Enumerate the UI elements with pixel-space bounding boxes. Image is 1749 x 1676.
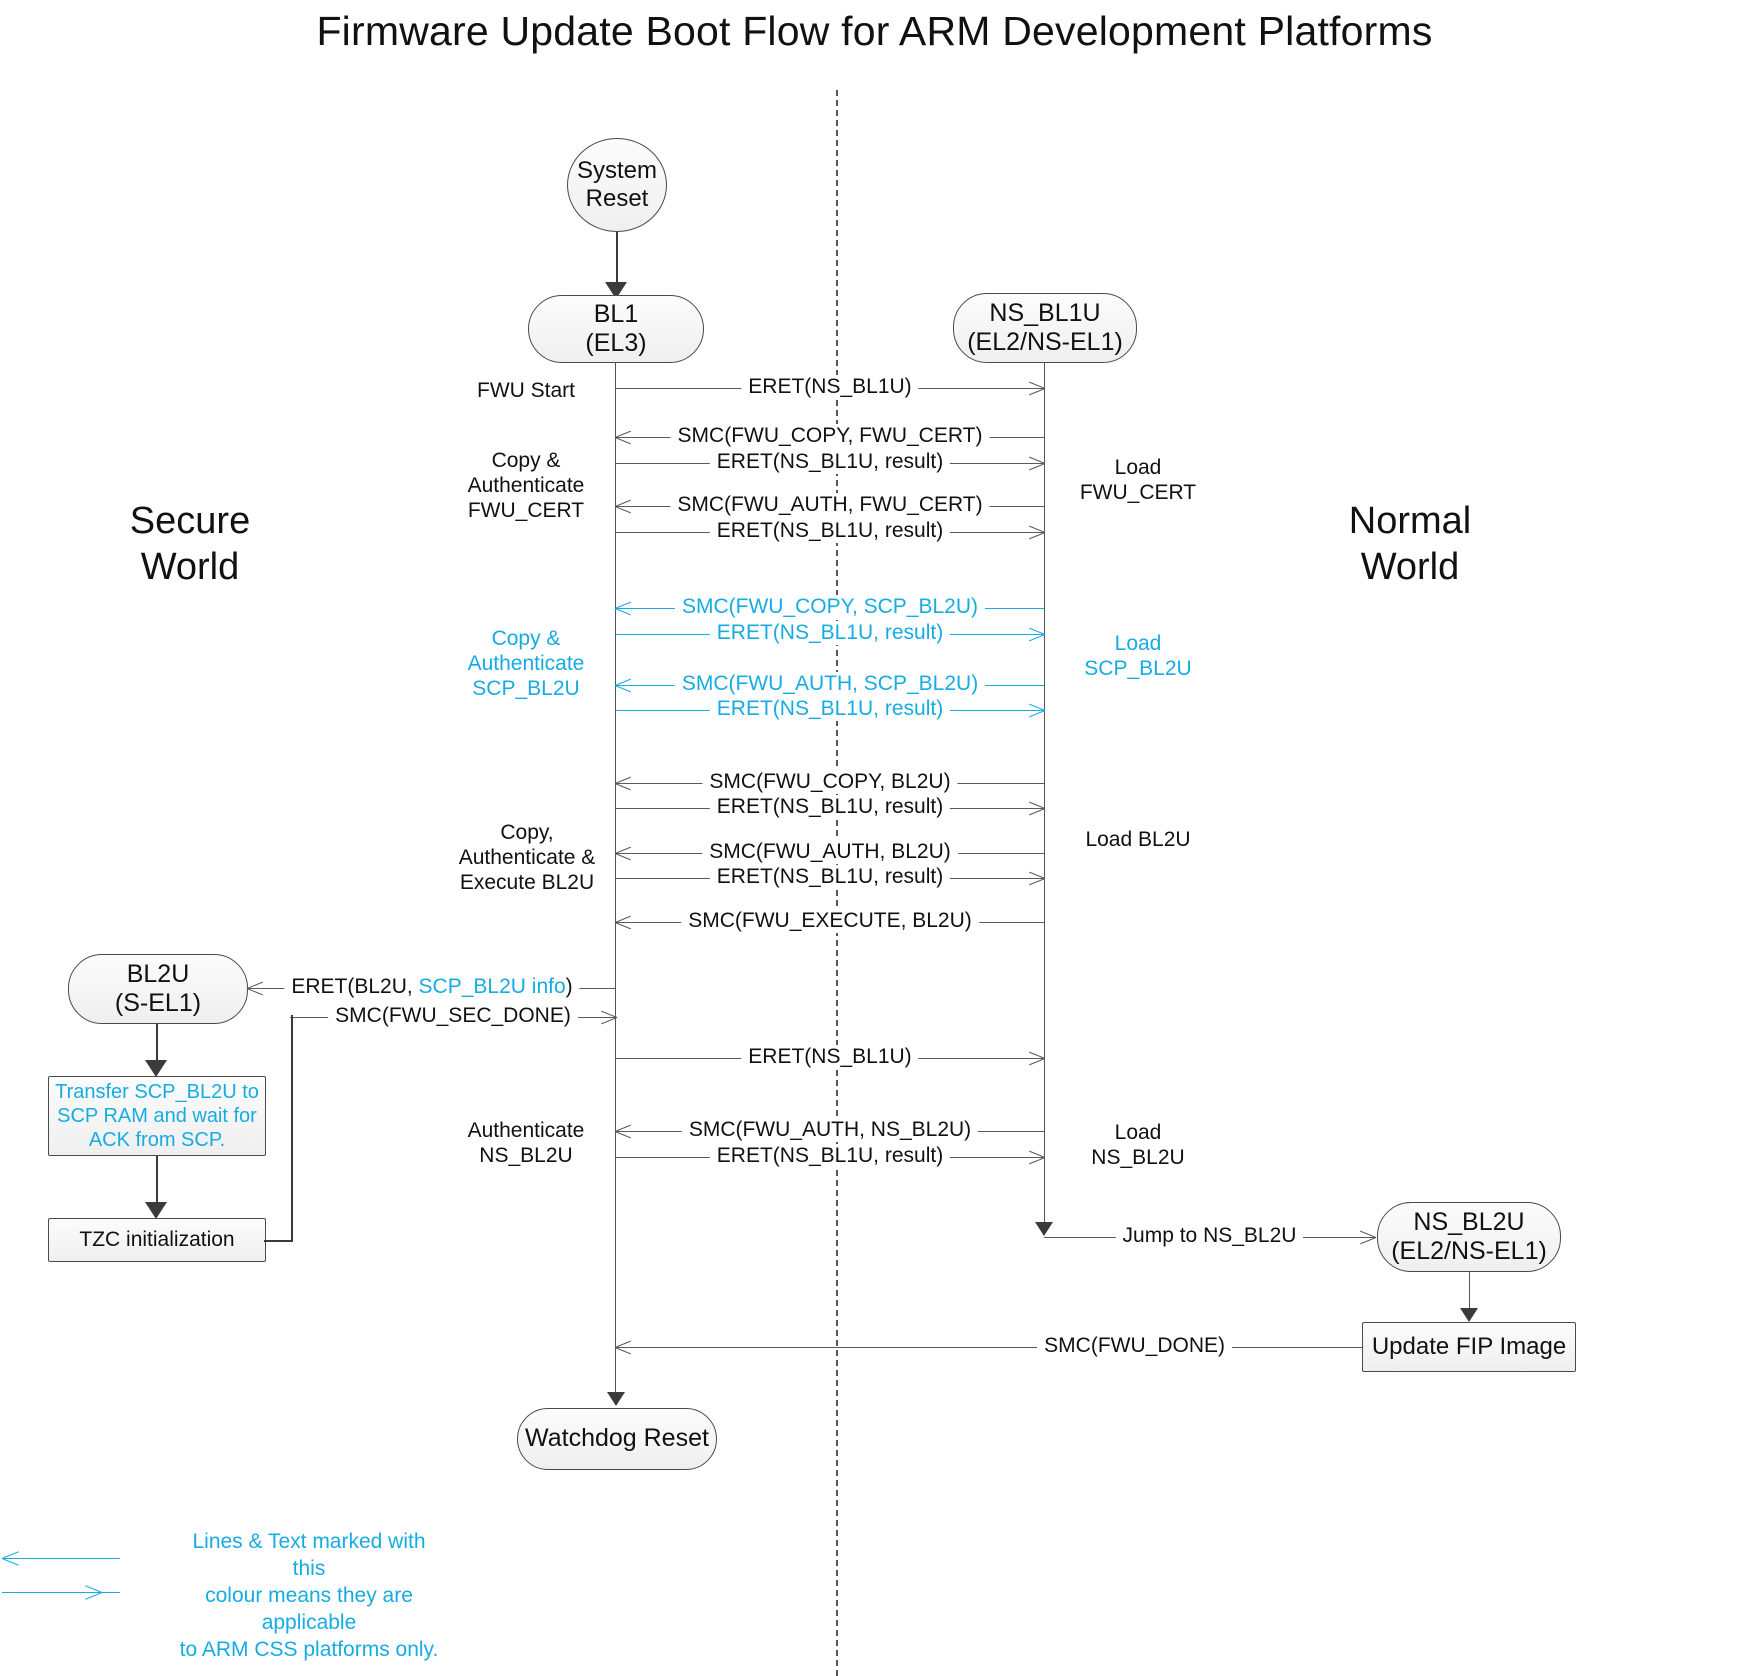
node-watchdog-reset-label: Watchdog Reset	[525, 1424, 709, 1453]
message-label: SMC(FWU_AUTH, BL2U)	[702, 840, 958, 864]
note-load-bl2u: Load BL2U	[1085, 828, 1191, 851]
arrowhead-bl1-to-watchdog	[607, 1392, 625, 1406]
arrowhead-ns-bl2u-to-update-fip	[1460, 1308, 1478, 1322]
message-label: SMC(FWU_COPY, SCP_BL2U)	[674, 595, 986, 619]
message-row: ERET(NS_BL1U, result)	[616, 450, 1046, 475]
ns-bl1u-lifeline	[1044, 363, 1045, 1233]
node-bl2u[interactable]: BL2U (S-EL1)	[68, 954, 248, 1024]
note-copy-auth-scp-bl2u: Copy & Authenticate SCP_BL2U	[467, 627, 585, 700]
legend-arrow-right-line	[2, 1592, 120, 1593]
arrowhead-transfer-to-tzc	[145, 1202, 167, 1219]
message-label: ERET(NS_BL1U)	[741, 1045, 919, 1069]
page-title: Firmware Update Boot Flow for ARM Develo…	[316, 8, 1433, 54]
message-row: ERET(NS_BL1U)	[616, 1045, 1046, 1070]
message-label-smc-sec-done: SMC(FWU_SEC_DONE)	[328, 1004, 578, 1028]
message-row: ERET(NS_BL1U)	[616, 375, 1046, 400]
node-update-fip-image-label: Update FIP Image	[1371, 1332, 1567, 1360]
message-row: ERET(NS_BL1U, result)	[616, 1144, 1046, 1169]
message-row-eret-bl2u: ERET(BL2U, SCP_BL2U info)	[246, 975, 616, 1000]
message-line	[616, 1347, 1362, 1348]
node-bl1[interactable]: BL1 (EL3)	[528, 295, 704, 363]
message-label: SMC(FWU_COPY, BL2U)	[702, 770, 958, 794]
message-label: ERET(NS_BL1U)	[741, 375, 919, 399]
message-label: SMC(FWU_AUTH, NS_BL2U)	[681, 1118, 979, 1142]
message-row: SMC(FWU_COPY, SCP_BL2U)	[614, 595, 1044, 620]
arrow-transfer-to-tzc	[156, 1156, 158, 1207]
message-label-eret-bl2u: ERET(BL2U, SCP_BL2U info)	[284, 975, 580, 999]
message-row-smc-fwu-done: SMC(FWU_DONE)	[614, 1334, 1362, 1359]
message-label: ERET(NS_BL1U, result)	[709, 621, 951, 645]
tzc-return-vertical	[291, 1015, 293, 1242]
message-label: SMC(FWU_AUTH, FWU_CERT)	[670, 493, 990, 517]
arrow-system-reset-to-bl1	[616, 232, 618, 286]
message-row: SMC(FWU_AUTH, FWU_CERT)	[614, 493, 1044, 518]
message-label: SMC(FWU_EXECUTE, BL2U)	[681, 909, 979, 933]
node-bl2u-label: BL2U (S-EL1)	[114, 959, 202, 1018]
message-label: ERET(NS_BL1U, result)	[709, 450, 951, 474]
message-row: SMC(FWU_COPY, FWU_CERT)	[614, 424, 1044, 449]
node-bl1-label: BL1 (EL3)	[585, 299, 647, 358]
node-transfer-scp-bl2u-label: Transfer SCP_BL2U to SCP RAM and wait fo…	[55, 1081, 259, 1151]
message-row: SMC(FWU_AUTH, BL2U)	[614, 840, 1044, 865]
node-system-reset[interactable]: System Reset	[567, 138, 667, 232]
arrowhead-system-reset-to-bl1	[605, 282, 627, 299]
message-row-jump-ns-bl2u: Jump to NS_BL2U	[1044, 1224, 1377, 1249]
message-label-smc-fwu-done: SMC(FWU_DONE)	[1037, 1334, 1232, 1358]
message-row: SMC(FWU_EXECUTE, BL2U)	[614, 909, 1044, 934]
node-ns-bl1u-label: NS_BL1U (EL2/NS-EL1)	[967, 298, 1123, 357]
node-ns-bl2u-label: NS_BL2U (EL2/NS-EL1)	[1391, 1207, 1547, 1266]
message-label-jump-ns-bl2u: Jump to NS_BL2U	[1115, 1224, 1304, 1248]
node-ns-bl1u[interactable]: NS_BL1U (EL2/NS-EL1)	[953, 293, 1137, 363]
note-load-scp-bl2u: Load SCP_BL2U	[1084, 632, 1192, 680]
note-load-ns-bl2u: Load NS_BL2U	[1091, 1121, 1185, 1169]
node-ns-bl2u[interactable]: NS_BL2U (EL2/NS-EL1)	[1377, 1202, 1561, 1272]
note-copy-auth-fwu-cert: Copy & Authenticate FWU_CERT	[467, 449, 585, 522]
message-label: SMC(FWU_AUTH, SCP_BL2U)	[674, 672, 986, 696]
message-row: ERET(NS_BL1U, result)	[616, 795, 1046, 820]
note-fwu-start: FWU Start	[477, 379, 575, 402]
message-label: ERET(NS_BL1U, result)	[709, 1144, 951, 1168]
arrow-ns-bl2u-to-update-fip	[1469, 1272, 1470, 1314]
message-label: ERET(NS_BL1U, result)	[709, 519, 951, 543]
message-row: ERET(NS_BL1U, result)	[616, 865, 1046, 890]
node-tzc-initialization[interactable]: TZC initialization	[48, 1218, 266, 1262]
node-update-fip-image[interactable]: Update FIP Image	[1362, 1322, 1576, 1372]
secure-world-label: Secure World	[129, 500, 251, 588]
normal-world-label: Normal World	[1348, 500, 1472, 588]
node-watchdog-reset[interactable]: Watchdog Reset	[517, 1408, 717, 1470]
eret-bl2u-cyan-part: SCP_BL2U info	[418, 975, 566, 998]
arrowhead-ns-bl1u-end	[1035, 1222, 1053, 1236]
node-transfer-scp-bl2u[interactable]: Transfer SCP_BL2U to SCP RAM and wait fo…	[48, 1076, 266, 1156]
arrowhead-bl2u-to-transfer	[145, 1060, 167, 1077]
message-row: SMC(FWU_AUTH, SCP_BL2U)	[614, 672, 1044, 697]
note-copy-auth-exec-bl2u: Copy, Authenticate & Execute BL2U	[458, 821, 596, 894]
message-row: SMC(FWU_AUTH, NS_BL2U)	[614, 1118, 1044, 1143]
node-tzc-initialization-label: TZC initialization	[79, 1227, 235, 1251]
bl1-lifeline	[615, 363, 616, 1400]
note-load-fwu-cert: Load FWU_CERT	[1079, 456, 1197, 504]
eret-bl2u-suffix: )	[565, 975, 573, 998]
message-row: ERET(NS_BL1U, result)	[616, 697, 1046, 722]
message-label: ERET(NS_BL1U, result)	[709, 865, 951, 889]
node-system-reset-label: System Reset	[576, 156, 657, 212]
arrow-bl2u-to-transfer	[156, 1024, 158, 1066]
eret-bl2u-prefix: ERET(BL2U,	[291, 975, 419, 998]
message-row: ERET(NS_BL1U, result)	[616, 621, 1046, 646]
legend-text: Lines & Text marked with this colour mea…	[179, 1530, 439, 1661]
message-row: SMC(FWU_COPY, BL2U)	[614, 770, 1044, 795]
note-authenticate-ns-bl2u: Authenticate NS_BL2U	[467, 1119, 585, 1167]
message-row: ERET(NS_BL1U, result)	[616, 519, 1046, 544]
tzc-return-horizontal	[264, 1240, 292, 1242]
message-label: SMC(FWU_COPY, FWU_CERT)	[670, 424, 990, 448]
message-label: ERET(NS_BL1U, result)	[709, 697, 951, 721]
message-label: ERET(NS_BL1U, result)	[709, 795, 951, 819]
message-row-smc-sec-done: SMC(FWU_SEC_DONE)	[290, 1004, 618, 1029]
legend-arrow-left-line	[2, 1558, 120, 1559]
